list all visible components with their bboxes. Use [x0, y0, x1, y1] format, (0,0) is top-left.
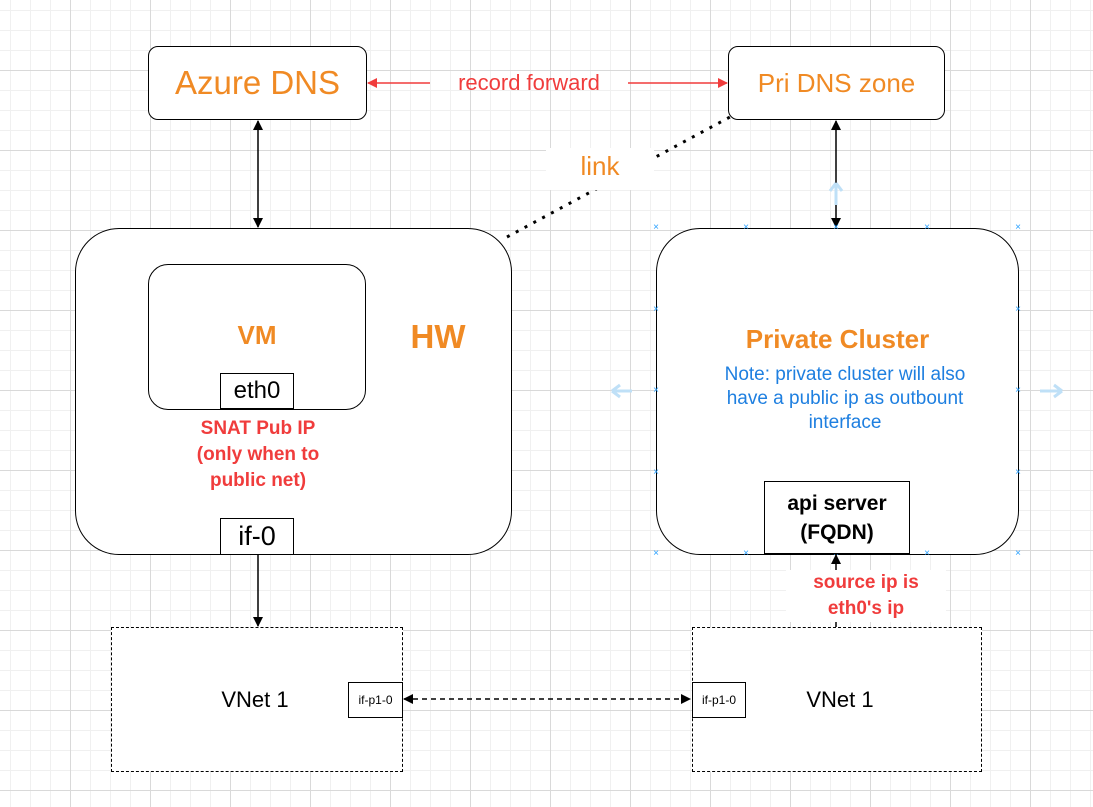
selection-handle[interactable]: × — [924, 222, 930, 233]
if-0-interface[interactable]: if-0 — [220, 518, 294, 555]
if-p1-0-left-label: if-p1-0 — [358, 693, 393, 707]
vnet-right-label: VNet 1 — [806, 686, 874, 712]
snat-label-line2: (only when to — [196, 444, 320, 465]
vnet-left-label: VNet 1 — [221, 686, 289, 712]
pri-dns-zone-label: Pri DNS zone — [757, 67, 916, 98]
private-cluster-label: Private Cluster — [745, 324, 930, 354]
azure-dns-label: Azure DNS — [174, 64, 341, 101]
api-server-label-line2: (FQDN) — [800, 520, 874, 544]
selection-handle[interactable]: × — [653, 304, 659, 315]
selection-handle[interactable]: × — [743, 222, 749, 233]
snat-label-line3: public net) — [209, 470, 307, 491]
selection-handle[interactable]: × — [653, 222, 659, 233]
selection-handle[interactable]: × — [1015, 304, 1021, 315]
api-server-label-line1: api server — [787, 491, 887, 515]
selection-handle[interactable]: × — [653, 385, 659, 396]
if-0-label: if-0 — [238, 521, 276, 551]
resize-arrow-left-icon — [611, 383, 632, 399]
azure-dns-node[interactable]: Azure DNS — [148, 46, 367, 120]
selection-handle[interactable]: × — [924, 548, 930, 559]
selection-handle[interactable]: × — [833, 222, 839, 233]
snat-label: SNAT Pub IP (only when to public net) — [168, 416, 348, 494]
link-dotted-connector — [506, 115, 731, 239]
record-forward-label: record forward — [458, 70, 600, 95]
link-label: link — [546, 148, 654, 190]
vm-label: VM — [237, 320, 277, 350]
api-server-node[interactable]: api server (FQDN) — [764, 481, 910, 554]
selection-handle[interactable]: × — [1015, 548, 1021, 559]
hw-label: HW — [410, 318, 466, 355]
selection-handle[interactable]: × — [653, 548, 659, 559]
resize-arrow-right-icon — [1040, 383, 1063, 399]
selection-handle[interactable]: × — [1015, 385, 1021, 396]
pri-dns-zone-node[interactable]: Pri DNS zone — [728, 46, 945, 120]
selection-handle[interactable]: × — [1015, 222, 1021, 233]
source-ip-label: source ip is eth0's ip — [786, 570, 946, 622]
source-ip-line1: source ip is — [813, 572, 919, 593]
if-p1-0-right-interface[interactable]: if-p1-0 — [692, 682, 746, 718]
selection-handle[interactable]: × — [653, 467, 659, 478]
eth0-interface[interactable]: eth0 — [220, 373, 294, 409]
snat-label-line1: SNAT Pub IP — [200, 418, 316, 439]
if-p1-0-right-label: if-p1-0 — [701, 693, 736, 707]
selection-handle[interactable]: × — [1015, 467, 1021, 478]
private-cluster-note: Note: private cluster will also have a p… — [724, 364, 966, 433]
source-ip-line2: eth0's ip — [827, 598, 905, 619]
if-p1-0-left-interface[interactable]: if-p1-0 — [348, 682, 403, 718]
resize-arrow-up-icon — [828, 182, 844, 205]
selection-handle[interactable]: × — [743, 548, 749, 559]
eth0-label: eth0 — [233, 377, 281, 404]
